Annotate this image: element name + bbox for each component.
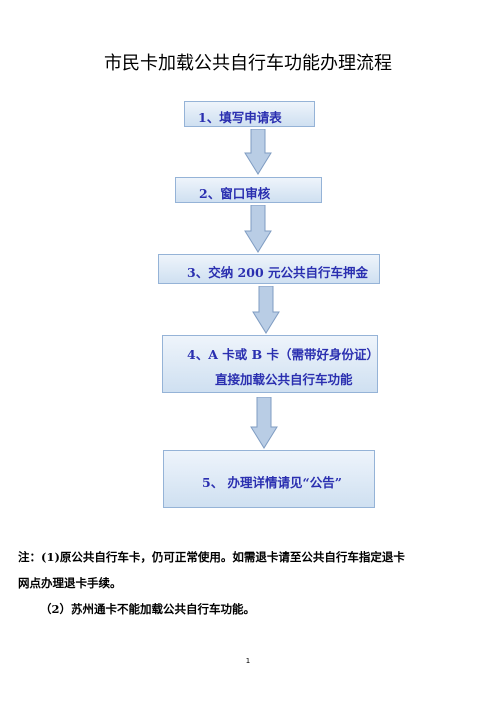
step-2-box: 2、窗口审核 <box>175 177 322 203</box>
step-5-box: 5、 办理详情请见“公告” <box>163 450 375 508</box>
step-4-box: 4、A 卡或 B 卡（需带好身份证） 直接加载公共自行车功能 <box>162 335 380 393</box>
step-1-box: 1、填写申请表 <box>184 101 315 127</box>
down-arrow-icon <box>244 205 272 253</box>
down-arrow-icon <box>250 397 278 449</box>
step-4-label-line1: 4、A 卡或 B 卡（需带好身份证） <box>187 347 380 362</box>
step-1-label: 1、填写申请表 <box>198 110 282 125</box>
step-3-box: 3、交纳 200 元公共自行车押金 <box>158 254 380 284</box>
step-2-label: 2、窗口审核 <box>199 186 271 201</box>
down-arrow-icon <box>252 286 280 334</box>
step-3-label: 3、交纳 200 元公共自行车押金 <box>187 265 368 280</box>
page-number: 1 <box>245 657 251 665</box>
step-4-label-line2: 直接加载公共自行车功能 <box>215 372 353 387</box>
step-5-label: 5、 办理详情请见“公告” <box>202 475 342 490</box>
note-line-1: 注：(1)原公共自行车卡，仍可正常使用。如需退卡请至公共自行车指定退卡 <box>18 550 405 564</box>
note-line-2: 网点办理退卡手续。 <box>18 576 122 590</box>
page-title: 市民卡加载公共自行车功能办理流程 <box>104 53 392 74</box>
down-arrow-icon <box>244 129 272 175</box>
note-line-3: （2）苏州通卡不能加载公共自行车功能。 <box>40 602 255 616</box>
